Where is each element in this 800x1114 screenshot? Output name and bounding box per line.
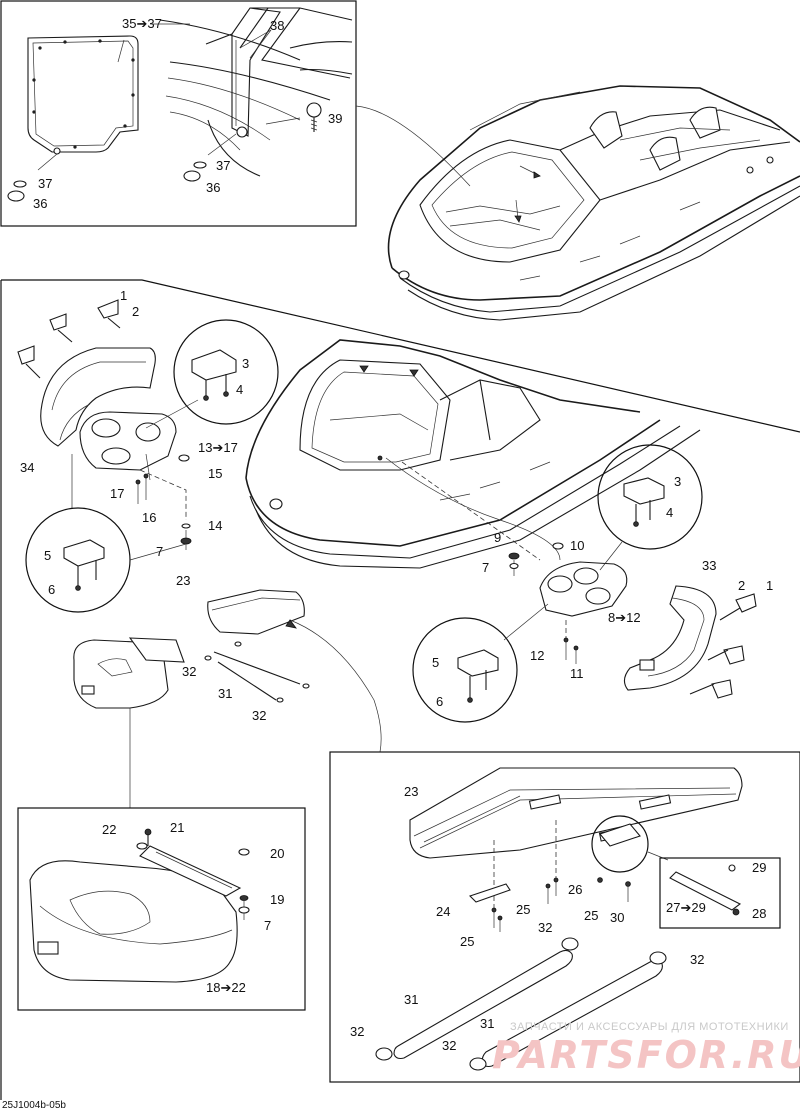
top-detail-panel bbox=[0, 0, 471, 227]
callout-label: 23 bbox=[404, 784, 418, 799]
detail-circle-3-4-left bbox=[145, 319, 279, 429]
callout-label: 32 bbox=[690, 952, 704, 967]
bottom-right-panel bbox=[329, 751, 800, 1083]
callout-label: 23 bbox=[176, 573, 190, 588]
callout-label: 30 bbox=[610, 910, 624, 925]
rods-31 bbox=[204, 641, 310, 703]
callout-label: 32 bbox=[442, 1038, 456, 1053]
callout-label: 38 bbox=[270, 18, 284, 33]
right-seat-assembly bbox=[508, 542, 757, 699]
callout-label: 9 bbox=[494, 530, 501, 545]
callout-label: 10 bbox=[570, 538, 584, 553]
callout-label: 19 bbox=[270, 892, 284, 907]
detail-circle-3-4-right bbox=[597, 444, 703, 571]
callout-label: 1 bbox=[120, 288, 127, 303]
callout-label: 8➔12 bbox=[608, 610, 641, 625]
backrest-34 bbox=[40, 347, 156, 447]
callout-label: 3 bbox=[674, 474, 681, 489]
boat-overview bbox=[387, 85, 800, 321]
svg-text:PARTSFOR.RU: PARTSFOR.RU bbox=[492, 1033, 800, 1077]
callout-label: 34 bbox=[20, 460, 34, 475]
callout-label: 13➔17 bbox=[198, 440, 238, 455]
plug-36 bbox=[7, 190, 25, 202]
callout-label: 28 bbox=[752, 906, 766, 921]
watermark: ЗАПЧАСТИ И АКСЕССУАРЫ ДЛЯ МОТОТЕХНИКИ PA… bbox=[492, 1021, 800, 1077]
callout-label: 20 bbox=[270, 846, 284, 861]
callout-label: 27➔29 bbox=[666, 900, 706, 915]
callout-label: 32 bbox=[182, 664, 196, 679]
svg-text:ЗАПЧАСТИ И АКСЕССУАРЫ ДЛЯ МОТО: ЗАПЧАСТИ И АКСЕССУАРЫ ДЛЯ МОТОТЕХНИКИ bbox=[510, 1021, 789, 1033]
callout-label: 31 bbox=[480, 1016, 494, 1031]
callout-label: 36 bbox=[206, 180, 220, 195]
callout-label: 21 bbox=[170, 820, 184, 835]
callout-label: 7 bbox=[264, 918, 271, 933]
callout-label: 4 bbox=[666, 505, 673, 520]
callout-label: 25 bbox=[584, 908, 598, 923]
callout-labels: 35➔37 38 39 37 36 37 36 1 2 3 4 13➔17 15… bbox=[20, 16, 773, 1053]
cushion-23-small bbox=[207, 589, 382, 753]
callout-label: 7 bbox=[156, 544, 163, 559]
callout-label: 17 bbox=[110, 486, 124, 501]
callout-label: 29 bbox=[752, 860, 766, 875]
callout-label: 25 bbox=[460, 934, 474, 949]
callout-label: 39 bbox=[328, 111, 342, 126]
callout-label: 16 bbox=[142, 510, 156, 525]
callout-label: 32 bbox=[252, 708, 266, 723]
screw-39 bbox=[306, 102, 322, 132]
callout-label: 33 bbox=[702, 558, 716, 573]
rod-31a bbox=[393, 949, 573, 1060]
left-seat-assembly bbox=[17, 299, 192, 550]
callout-label: 25 bbox=[516, 902, 530, 917]
callout-label: 5 bbox=[432, 655, 439, 670]
callout-label: 37 bbox=[216, 158, 230, 173]
callout-label: 18➔22 bbox=[206, 980, 246, 995]
callout-label: 1 bbox=[766, 578, 773, 593]
callout-label: 36 bbox=[33, 196, 47, 211]
bow-detail bbox=[245, 339, 701, 569]
callout-label: 4 bbox=[236, 382, 243, 397]
callout-label: 26 bbox=[568, 882, 582, 897]
callout-label: 6 bbox=[436, 694, 443, 709]
seat-cushion-18 bbox=[29, 860, 238, 983]
callout-label: 31 bbox=[404, 992, 418, 1007]
callout-label: 22 bbox=[102, 822, 116, 837]
callout-label: 3 bbox=[242, 356, 249, 371]
callout-label: 12 bbox=[530, 648, 544, 663]
callout-label: 32 bbox=[538, 920, 552, 935]
detail-circle-5-6-right bbox=[412, 603, 549, 723]
callout-label: 24 bbox=[436, 904, 450, 919]
callout-label: 32 bbox=[350, 1024, 364, 1039]
bracket-clip bbox=[17, 299, 121, 379]
callout-label: 2 bbox=[738, 578, 745, 593]
callout-label: 37 bbox=[38, 176, 52, 191]
hatch-cover-35 bbox=[27, 35, 139, 153]
cushion-23-large bbox=[409, 767, 743, 859]
seat-cushion-small bbox=[73, 637, 185, 808]
reference-code: 25J1004b-05b bbox=[2, 1100, 66, 1111]
callout-label: 35➔37 bbox=[122, 16, 162, 31]
callout-label: 11 bbox=[570, 666, 584, 681]
callout-label: 15 bbox=[208, 466, 222, 481]
grommet-37 bbox=[13, 180, 27, 188]
bottom-left-panel bbox=[17, 807, 306, 1011]
detail-circle-5-6-left bbox=[25, 507, 187, 613]
callout-label: 7 bbox=[482, 560, 489, 575]
callout-label: 6 bbox=[48, 582, 55, 597]
callout-label: 5 bbox=[44, 548, 51, 563]
callout-label: 31 bbox=[218, 686, 232, 701]
callout-label: 2 bbox=[132, 304, 139, 319]
callout-label: 14 bbox=[208, 518, 222, 533]
backrest-33 bbox=[623, 585, 717, 691]
